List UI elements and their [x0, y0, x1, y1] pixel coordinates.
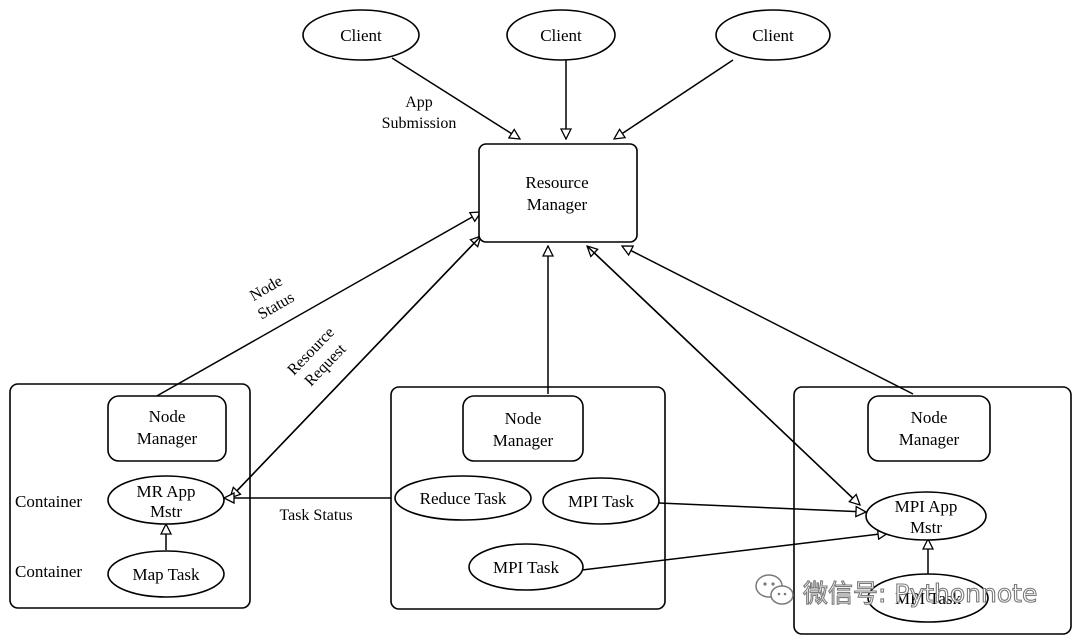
map-task-label: Map Task	[133, 565, 200, 584]
app-submission-label-line1: App	[405, 94, 433, 111]
node-manager-2-label-line2: Manager	[493, 431, 554, 450]
node-status-label: Node Status	[247, 273, 297, 323]
task-status-label: Task Status	[279, 507, 352, 524]
mpi-task-node-3	[867, 573, 989, 623]
client-node-3	[715, 9, 831, 61]
mr-app-master-label-line1: MR App	[136, 482, 195, 501]
mpi-task-label-2: MPI Task	[493, 558, 560, 577]
edge-mpi-task1-to-am	[658, 502, 866, 512]
edge-mpi-task2-to-am	[581, 533, 888, 571]
resource-manager-label-line1: Resource	[525, 173, 588, 192]
client-label-3: Client	[752, 26, 794, 45]
reduce-task-label: Reduce Task	[420, 489, 507, 508]
edge-node-status	[154, 212, 481, 398]
map-task-node	[107, 550, 225, 598]
container-label-1: Container	[15, 492, 82, 511]
client-label-2: Client	[540, 26, 582, 45]
node-manager-2	[462, 395, 584, 462]
resource-request-label: Resource Request	[284, 324, 350, 390]
mpi-task-node-1	[542, 477, 660, 525]
node-manager-2-label-line1: Node	[505, 409, 542, 428]
mpi-task-label-3: MPI Task	[895, 589, 962, 608]
reduce-task-node	[394, 475, 532, 521]
mpi-app-master-label-line2: Mstr	[910, 518, 942, 537]
client-node-1	[302, 9, 420, 61]
edge-rm-to-mpi-am	[586, 245, 860, 505]
node-manager-3-label-line1: Node	[911, 408, 948, 427]
mpi-task-node-2	[468, 543, 584, 591]
resource-manager-node	[478, 143, 638, 243]
app-submission-label-line2: Submission	[382, 115, 457, 132]
watermark: 微信号: Pythonnote	[755, 574, 1038, 609]
node-manager-3-label-line2: Manager	[899, 430, 960, 449]
mpi-task-label-1: MPI Task	[568, 492, 635, 511]
watermark-text: 微信号: Pythonnote	[803, 579, 1037, 608]
edge-client1-to-rm	[391, 57, 520, 139]
mpi-app-master-label-line1: MPI App	[895, 497, 958, 516]
edge-client3-to-rm	[614, 59, 734, 139]
mr-app-master-label-line2: Mstr	[150, 502, 182, 521]
node-manager-1	[107, 395, 227, 462]
resource-manager-label-line2: Manager	[527, 195, 588, 214]
edge-nm3-to-rm	[622, 245, 914, 395]
wechat-icon	[755, 574, 794, 605]
node-manager-1-label-line1: Node	[149, 407, 186, 426]
mpi-app-master-node	[865, 491, 987, 541]
client-node-2	[506, 9, 616, 61]
mr-app-master-node	[107, 475, 225, 525]
edge-resource-request-to-am	[230, 235, 482, 498]
node-manager-3	[867, 395, 991, 462]
node-manager-1-label-line2: Manager	[137, 429, 198, 448]
client-label-1: Client	[340, 26, 382, 45]
container-label-2: Container	[15, 562, 82, 581]
